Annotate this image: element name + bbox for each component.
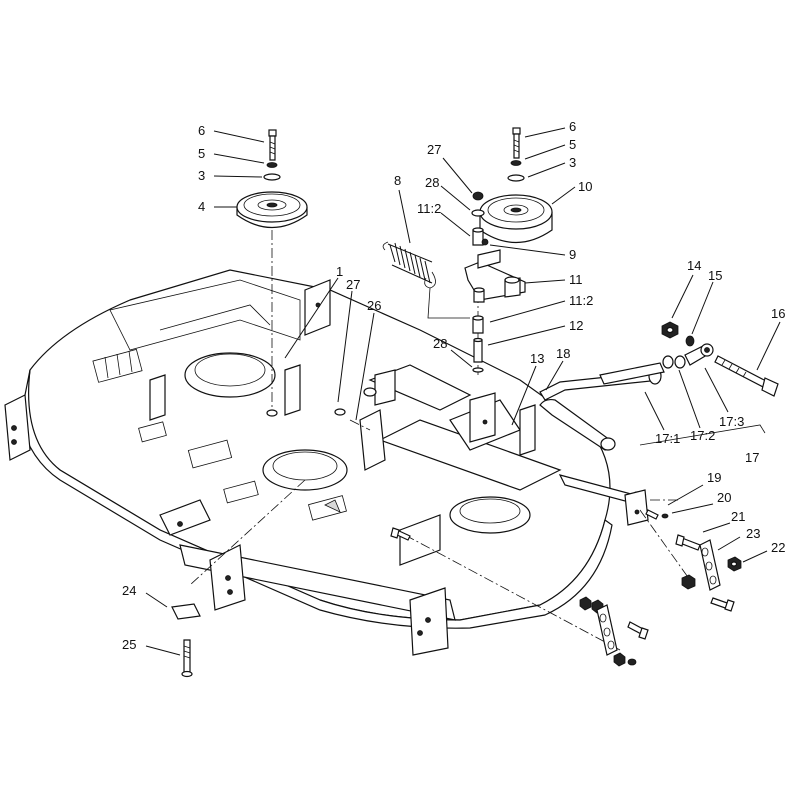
callout-20: 20 [717,490,731,505]
tension-bolt [714,355,779,397]
washer [471,209,485,217]
callout-28-bottom: 28 [433,336,447,351]
callout-17: 17 [745,450,759,465]
callout-10: 10 [578,179,592,194]
right-pulley-stack [479,127,553,244]
idler-pulley [236,191,308,228]
rod [599,362,665,385]
callout-13: 13 [530,351,544,366]
bolt-head [268,129,277,137]
assembly-centerlines [189,230,691,651]
spacer [473,339,483,363]
callout-1: 1 [336,264,343,279]
hanger-hardware-right [645,509,742,612]
callout-3-left: 3 [198,168,205,183]
callout-17-3: 17:3 [719,414,744,429]
idler-pulley [479,194,553,244]
callout-3-right: 3 [569,155,576,170]
flat-washer [507,174,525,182]
callout-23: 23 [746,526,760,541]
mount-plate [171,603,201,620]
callout-16: 16 [771,306,785,321]
callout-6-left: 6 [198,123,205,138]
callout-6-right: 6 [569,119,576,134]
tension-rod-assembly [599,321,779,446]
swivel-washer [662,355,674,369]
callout-19: 19 [707,470,721,485]
front-left-hardware [171,527,411,678]
lock-washer [510,160,522,166]
idler-arm-assembly [382,191,526,373]
callout-25: 25 [122,637,136,652]
callout-22: 22 [771,540,785,555]
callout-11-2-top: 11:2 [417,201,441,216]
callout-5-left: 5 [198,146,205,161]
callout-26: 26 [367,298,381,313]
extension-spring [382,241,470,319]
callout-15: 15 [708,268,722,283]
hex-nut [472,191,484,201]
mower-deck-housing [4,269,662,656]
callout-11: 11 [569,272,583,287]
callout-12: 12 [569,318,583,333]
lock-washer [266,162,278,168]
callout-11-2-bottom: 11:2 [569,293,593,308]
callout-8: 8 [394,173,401,188]
hanger-chain [699,539,721,591]
leader-lines [145,127,781,656]
callout-labels: 6 5 3 4 6 5 3 10 27 28 8 11:2 9 11 11:2 … [122,119,785,652]
callout-14: 14 [687,258,701,273]
hanger-chain [596,604,618,656]
callout-27-top: 27 [427,142,441,157]
flat-washer [263,173,281,181]
callout-21: 21 [731,509,745,524]
callout-18: 18 [556,346,570,361]
callout-17-2: 17:2 [690,428,715,443]
callout-27-deck: 27 [346,277,360,292]
left-pulley-stack [236,129,308,228]
washer [685,335,695,347]
bolt-head [512,127,521,135]
callout-4: 4 [198,199,205,214]
callout-24: 24 [122,583,136,598]
callout-28-top: 28 [425,175,439,190]
callout-17-1: 17:1 [655,431,680,446]
callout-5-right: 5 [569,137,576,152]
callout-9: 9 [569,247,576,262]
hanger-hardware-front [579,596,649,667]
